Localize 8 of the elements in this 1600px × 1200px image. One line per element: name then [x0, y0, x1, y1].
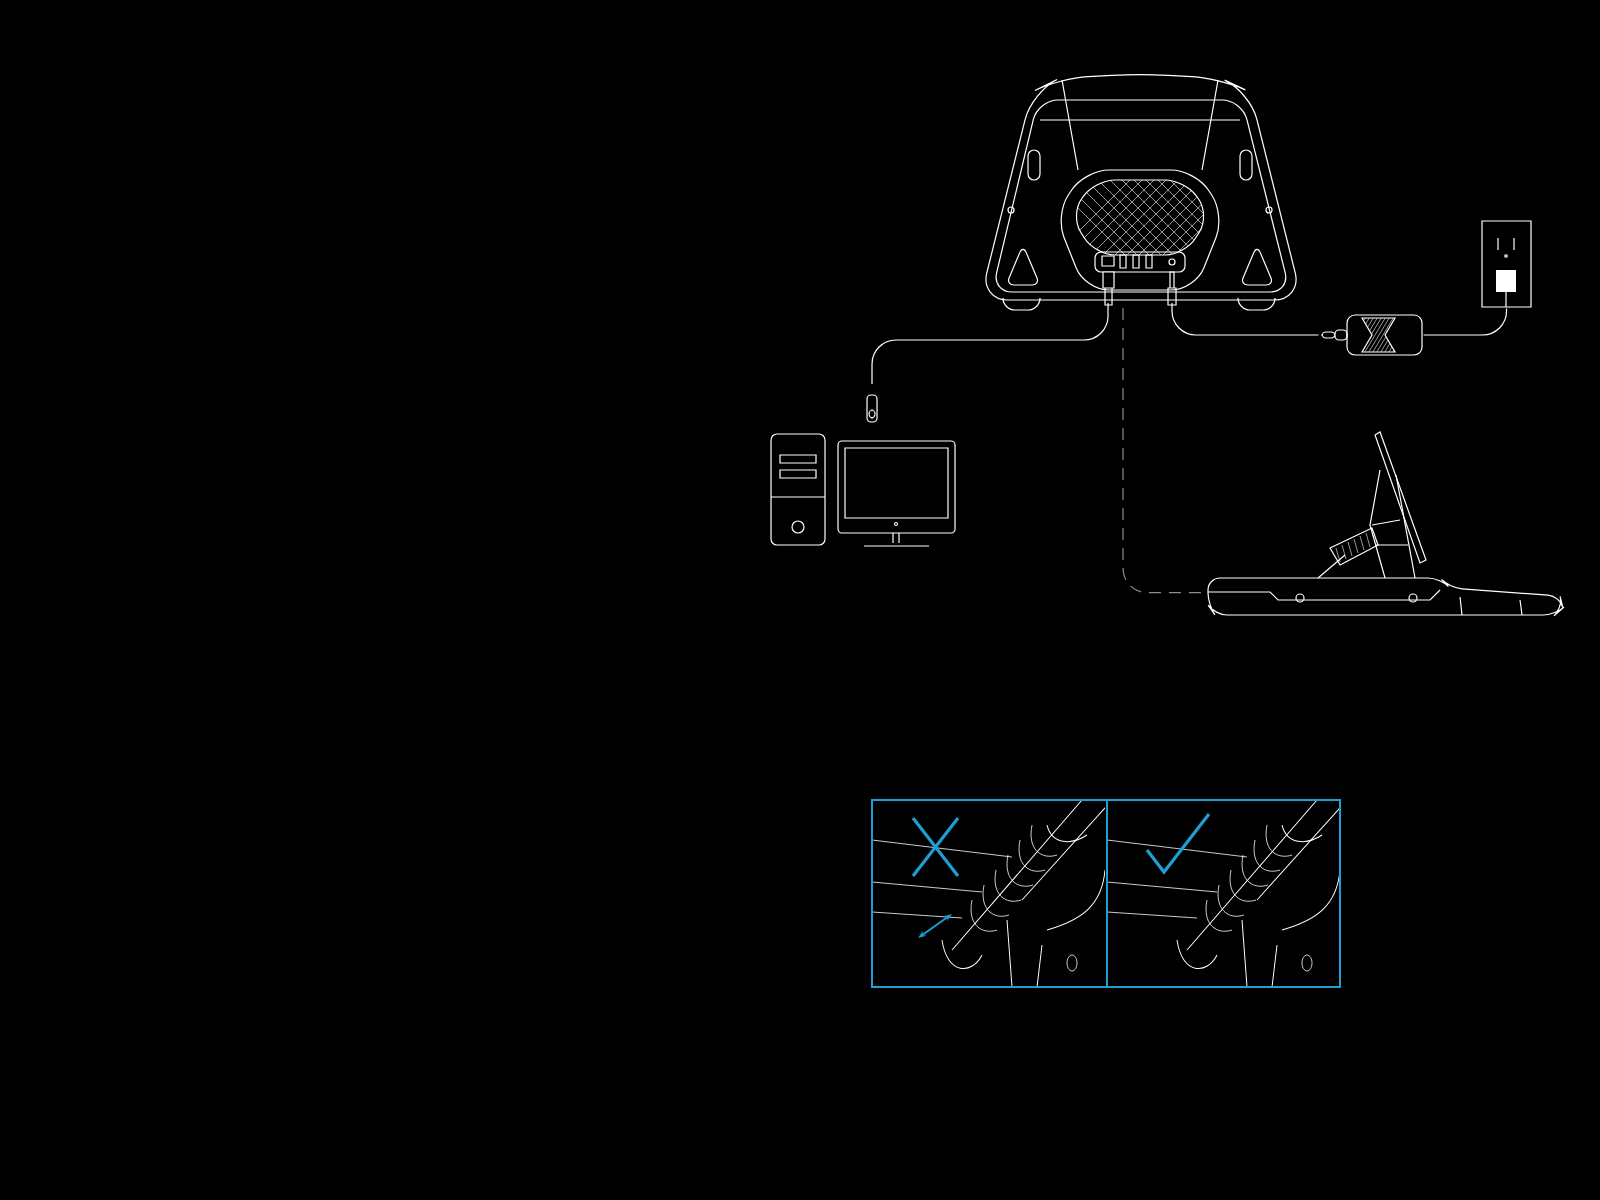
cable — [1171, 302, 1319, 336]
pedals-drawing — [1207, 431, 1565, 617]
power-adapter-drawing — [1321, 314, 1423, 356]
cable — [1423, 308, 1508, 336]
cable — [871, 302, 1109, 385]
wheel-base-drawing — [985, 74, 1297, 311]
computer-drawing — [770, 394, 956, 547]
wall-outlet-drawing — [1481, 220, 1532, 308]
